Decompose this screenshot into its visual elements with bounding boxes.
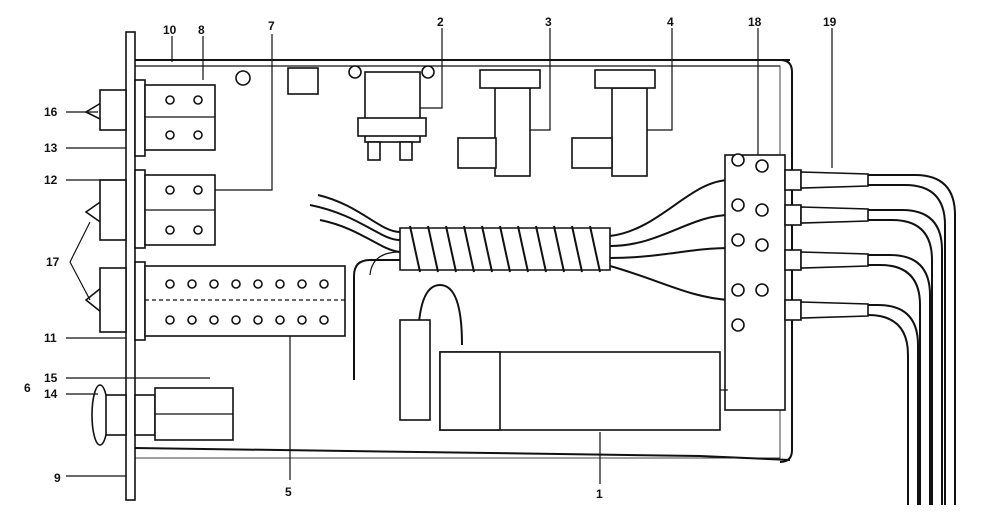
harness-wrap <box>571 225 583 273</box>
harness-wrap <box>553 225 565 273</box>
cable-inner <box>867 314 909 505</box>
callout-2: 2 <box>437 15 444 29</box>
harness-wrap <box>499 225 511 273</box>
leader-lines <box>66 28 833 484</box>
switch-contact <box>187 315 197 325</box>
cable-outer <box>868 304 919 505</box>
cable-boot <box>800 301 869 319</box>
switch-contact <box>231 315 241 325</box>
switch-contact <box>275 315 285 325</box>
cable-gland <box>784 249 802 271</box>
harness-wrap <box>427 225 439 273</box>
relay-3 <box>457 69 541 177</box>
harness-wrap <box>445 225 457 273</box>
terminal-screw <box>731 283 745 297</box>
switch-contact <box>209 315 219 325</box>
switch-contact <box>253 315 263 325</box>
terminal-screw <box>731 198 745 212</box>
rotary-switch-middle <box>84 169 216 249</box>
output-cables <box>784 169 956 505</box>
top-terminals <box>235 65 435 95</box>
callout-6: 6 <box>24 381 31 395</box>
push-button <box>91 384 234 446</box>
callout-8: 8 <box>198 23 205 37</box>
callout-labels: 1 2 3 4 5 6 7 8 9 10 11 12 13 14 15 16 1… <box>24 15 837 501</box>
cable-inner <box>868 219 933 505</box>
switch-contact <box>231 279 241 289</box>
callout-11: 11 <box>44 331 57 345</box>
harness-wrap <box>463 225 475 273</box>
terminal-screw <box>731 318 745 332</box>
terminal-screw <box>755 159 769 173</box>
callout-19: 19 <box>823 15 837 29</box>
callout-10: 10 <box>163 23 177 37</box>
callout-14: 14 <box>44 387 58 401</box>
switch-contact <box>253 279 263 289</box>
rotary-switch-lower <box>84 261 346 341</box>
callout-15: 15 <box>44 371 58 385</box>
harness-wrap <box>535 225 547 273</box>
switch-contact <box>297 279 307 289</box>
switch-contact <box>275 279 285 289</box>
terminal-screw <box>731 233 745 247</box>
cable-boot <box>800 206 869 224</box>
callout-13: 13 <box>44 141 58 155</box>
relay-4 <box>571 69 656 177</box>
terminal-screw <box>755 203 769 217</box>
capacitor <box>399 283 728 431</box>
relay-2 <box>357 71 427 161</box>
cable-boot <box>800 171 869 189</box>
cable-outer <box>868 254 931 505</box>
callout-17: 17 <box>46 255 60 269</box>
callout-9: 9 <box>54 471 61 485</box>
cable-inner <box>868 264 921 505</box>
callout-3: 3 <box>545 15 552 29</box>
cable-gland <box>784 204 802 226</box>
switch-contact <box>165 315 175 325</box>
cable-inner <box>868 184 946 505</box>
harness-wrap <box>517 225 529 273</box>
harness-wrap <box>589 225 601 273</box>
callout-16: 16 <box>44 105 58 119</box>
callout-12: 12 <box>44 173 58 187</box>
switch-contact <box>209 279 219 289</box>
cable-gland <box>784 299 802 321</box>
terminal-screw <box>731 153 745 167</box>
harness-wrap <box>481 225 493 273</box>
cable-gland <box>784 169 802 191</box>
switch-contact <box>187 279 197 289</box>
callout-18: 18 <box>748 15 762 29</box>
callout-7: 7 <box>268 19 275 33</box>
callout-1: 1 <box>596 487 603 501</box>
terminal-screw <box>755 238 769 252</box>
cable-outer <box>868 174 956 505</box>
callout-4: 4 <box>667 15 674 29</box>
switch-contact <box>319 279 329 289</box>
terminal-block <box>724 153 786 411</box>
cable-outer <box>868 209 943 505</box>
cable-harness <box>309 179 731 380</box>
terminal-screw <box>755 283 769 297</box>
switch-contact <box>297 315 307 325</box>
switch-contact <box>319 315 329 325</box>
callout-5: 5 <box>285 485 292 499</box>
rotary-switch-upper <box>84 79 216 157</box>
cable-boot <box>800 251 869 269</box>
harness-wrap <box>409 225 421 273</box>
switch-contact <box>165 279 175 289</box>
